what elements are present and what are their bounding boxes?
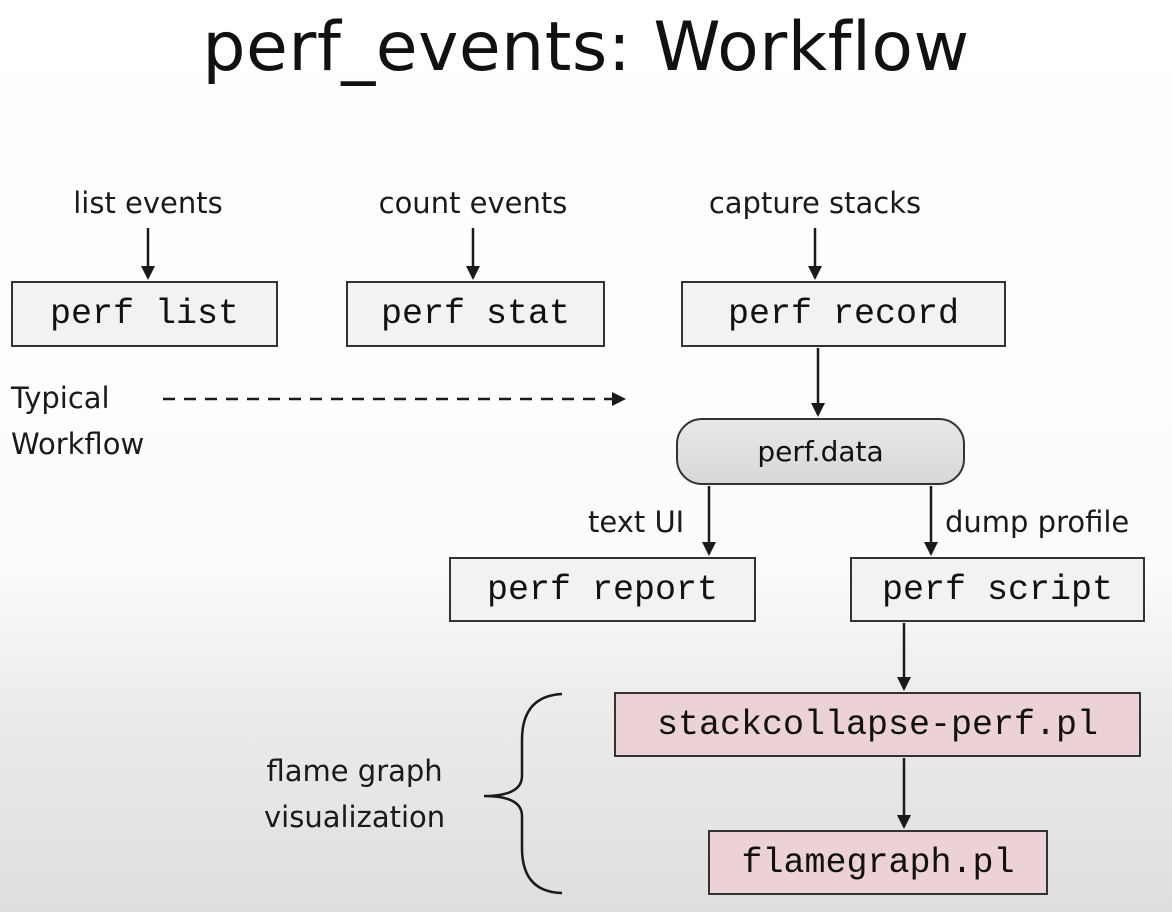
label-capture-stacks: capture stacks <box>708 186 922 220</box>
label-count-events: count events <box>378 186 568 220</box>
label-text-ui: text UI <box>588 505 685 539</box>
flame-graph-visualization-line1: flame graph <box>266 754 443 788</box>
flame-graph-visualization-line2: visualization <box>264 800 446 834</box>
box-perf-record: perf record <box>681 281 1006 347</box>
box-stackcollapse: stackcollapse-perf.pl <box>614 692 1141 757</box>
box-flamegraph: flamegraph.pl <box>708 830 1048 895</box>
label-list-events: list events <box>73 186 223 220</box>
label-dump-profile: dump profile <box>945 505 1130 539</box>
typical-workflow-label: Typical Workflow <box>11 375 144 467</box>
typical-workflow-line2: Workflow <box>11 427 145 461</box>
box-perf-data: perf.data <box>676 418 965 485</box>
box-perf-report: perf report <box>449 557 756 622</box>
page-title: perf_events: Workflow <box>202 8 970 87</box>
flame-graph-bracket <box>483 692 563 895</box>
typical-workflow-line1: Typical <box>11 381 110 415</box>
box-perf-script: perf script <box>850 557 1145 622</box>
box-perf-list: perf list <box>11 281 278 347</box>
box-perf-stat: perf stat <box>346 281 605 347</box>
flame-graph-visualization-label: flame graph visualization <box>264 748 445 840</box>
